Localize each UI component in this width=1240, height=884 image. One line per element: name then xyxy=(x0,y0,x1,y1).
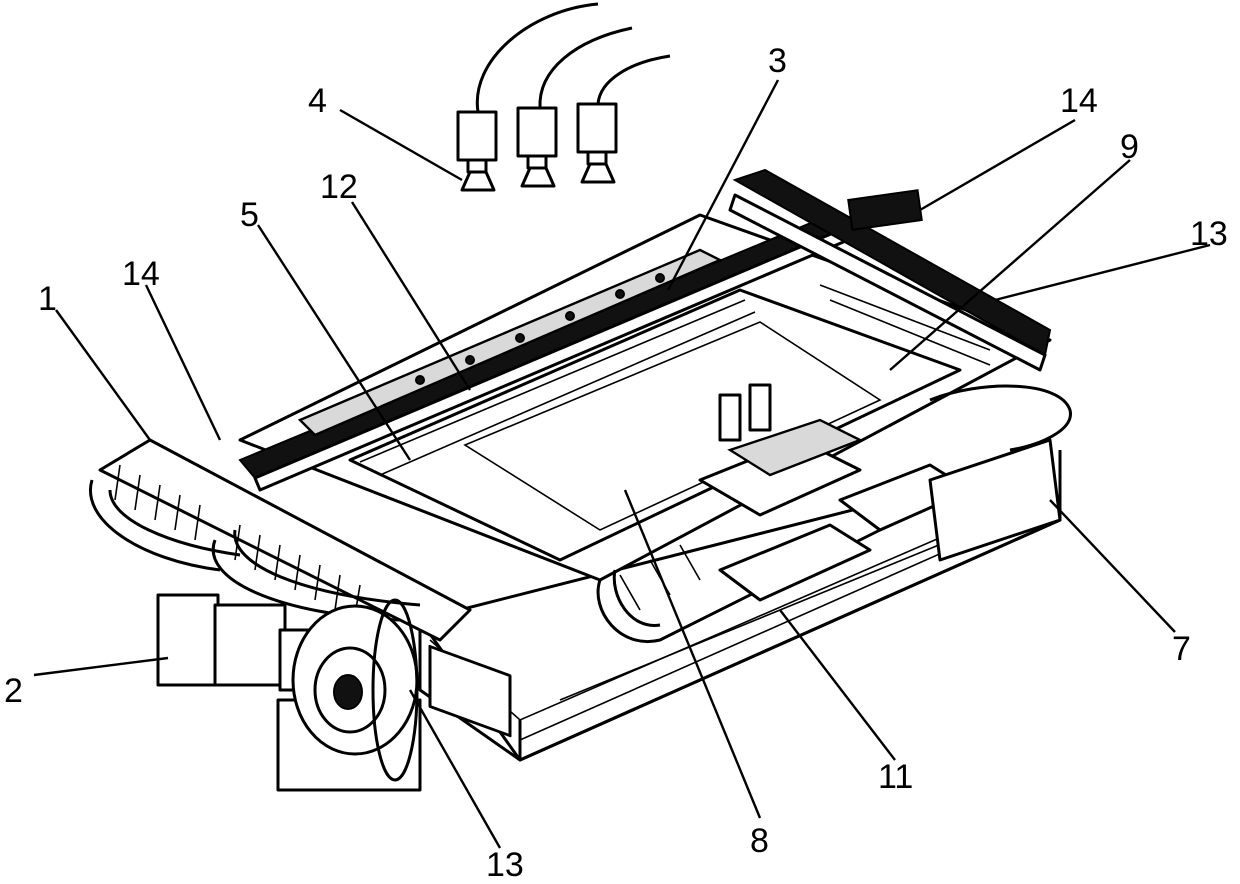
label-4: 4 xyxy=(308,82,327,120)
camera-3 xyxy=(578,104,616,182)
camera-cable-1 xyxy=(477,4,598,112)
label-13-bottom: 13 xyxy=(486,846,524,884)
camera-cable-2 xyxy=(540,28,632,108)
camera-2 xyxy=(518,108,556,186)
label-12: 12 xyxy=(320,168,358,206)
label-14-left: 14 xyxy=(122,255,160,293)
camera-cable-3 xyxy=(598,56,670,104)
label-13-right: 13 xyxy=(1190,215,1228,253)
label-7: 7 xyxy=(1172,630,1191,668)
camera-group xyxy=(458,4,670,190)
label-2: 2 xyxy=(4,672,23,710)
label-5: 5 xyxy=(240,196,259,234)
label-8: 8 xyxy=(750,822,769,860)
label-3: 3 xyxy=(768,42,787,80)
camera-1 xyxy=(458,112,496,190)
motor-assembly xyxy=(158,595,420,790)
label-9: 9 xyxy=(1120,128,1139,166)
label-14-right: 14 xyxy=(1060,82,1098,120)
label-11: 11 xyxy=(878,758,913,796)
label-1: 1 xyxy=(38,280,57,318)
